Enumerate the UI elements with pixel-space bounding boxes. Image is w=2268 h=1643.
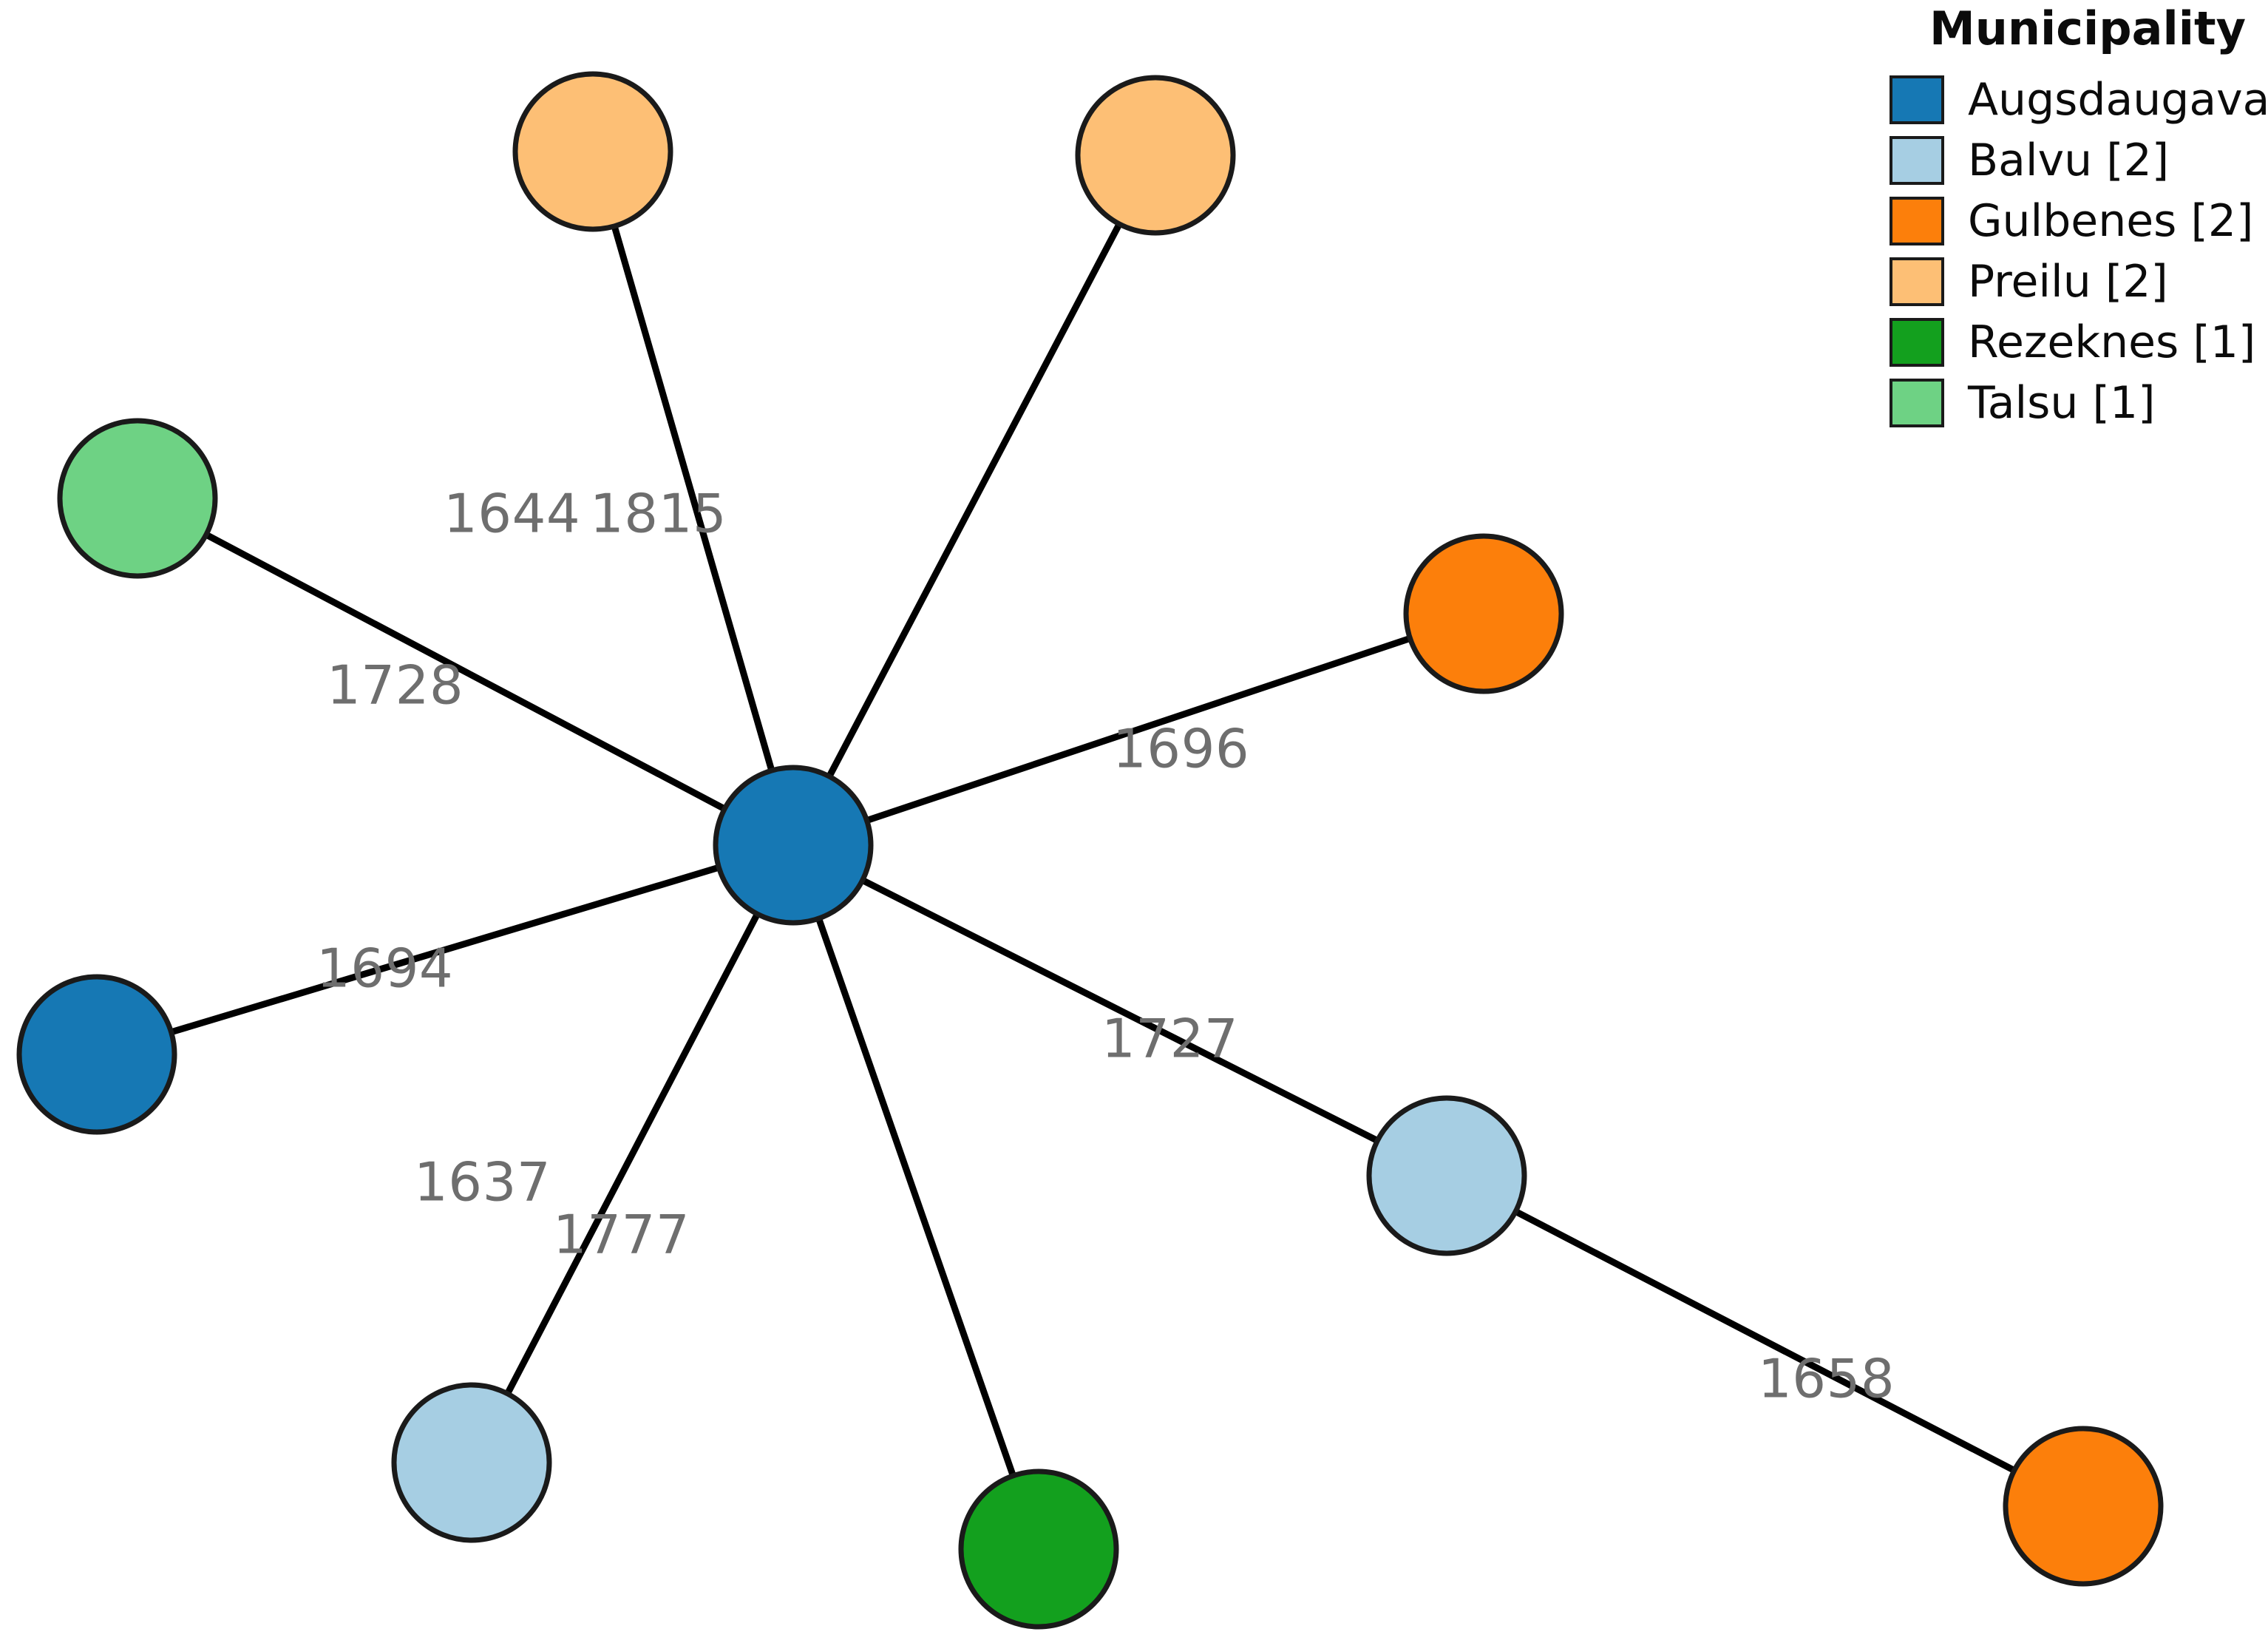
legend-swatch-balvu	[1890, 136, 1944, 185]
edge-hub-balvu-s	[502, 907, 763, 1401]
edge-label: 1696	[1113, 718, 1249, 780]
legend-item-talsu[interactable]: Talsu [1]	[1884, 374, 2268, 432]
legend-swatch-rezeknes	[1890, 318, 1944, 367]
legend-title: Municipality	[1929, 1, 2247, 55]
legend-label: Talsu [1]	[1968, 377, 2156, 429]
edge-label: 1644	[444, 483, 580, 545]
legend-swatch-talsu	[1890, 379, 1944, 427]
legend-label: Gulbenes [2]	[1968, 195, 2254, 247]
edge-balvu-se-gulbenes-se	[1508, 1206, 2022, 1476]
legend-swatch-gulbenes	[1890, 197, 1944, 245]
legend-swatch-preilu	[1890, 257, 1944, 306]
legend-item-preilu[interactable]: Preilu [2]	[1884, 253, 2268, 311]
node-gulbenes-se[interactable]	[2003, 1426, 2164, 1587]
legend-item-rezeknes[interactable]: Rezeknes [1]	[1884, 314, 2268, 371]
legend-label: Preilu [2]	[1968, 256, 2168, 308]
legend-item-augsdaugavas[interactable]: Augsdaugavas [2]	[1884, 71, 2268, 129]
edge-label: 1727	[1101, 1008, 1238, 1070]
node-balvu-s[interactable]	[391, 1382, 552, 1543]
node-gulbenes-e[interactable]	[1403, 533, 1564, 694]
edge-label: 1728	[327, 654, 464, 717]
edge-hub-talsu-w	[199, 529, 732, 815]
legend-item-balvu[interactable]: Balvu [2]	[1884, 132, 2268, 189]
legend-item-gulbenes[interactable]: Gulbenes [2]	[1884, 192, 2268, 250]
node-rezeknes-s[interactable]	[958, 1468, 1119, 1630]
edge-label: 1658	[1758, 1348, 1895, 1410]
edge-label: 1694	[316, 938, 453, 1000]
legend: Municipality Augsdaugavas [2]Balvu [2]Gu…	[1884, 6, 2268, 435]
edge-label: 1777	[553, 1204, 690, 1266]
legend-rows: Augsdaugavas [2] Balvu [2] Gulbenes [2] Pre…	[1884, 71, 2268, 432]
node-hub[interactable]	[713, 765, 874, 926]
node-preilu-nw[interactable]	[512, 71, 673, 232]
edge-hub-preilu-ne	[824, 217, 1125, 784]
edges-layer	[163, 217, 2022, 1484]
nodes-layer	[16, 71, 2164, 1630]
edge-label: 1815	[590, 483, 727, 545]
node-talsu-w[interactable]	[57, 418, 218, 579]
legend-swatch-augsdaugavas	[1890, 75, 1944, 124]
edge-label: 1637	[414, 1151, 551, 1213]
legend-label: Rezeknes [1]	[1968, 316, 2256, 368]
legend-label: Balvu [2]	[1968, 135, 2170, 186]
node-preilu-ne[interactable]	[1075, 75, 1236, 236]
edge-hub-augs-sw	[163, 862, 727, 1037]
edge-hub-balvu-se	[855, 875, 1385, 1146]
legend-label: Augsdaugavas [2]	[1968, 74, 2268, 126]
node-augs-sw[interactable]	[16, 974, 177, 1135]
node-balvu-se[interactable]	[1366, 1095, 1527, 1256]
edge-hub-preilu-nw	[609, 218, 777, 779]
edge-hub-rezeknes-s	[814, 910, 1018, 1484]
edge-hub-gulbenes-e	[859, 633, 1418, 826]
